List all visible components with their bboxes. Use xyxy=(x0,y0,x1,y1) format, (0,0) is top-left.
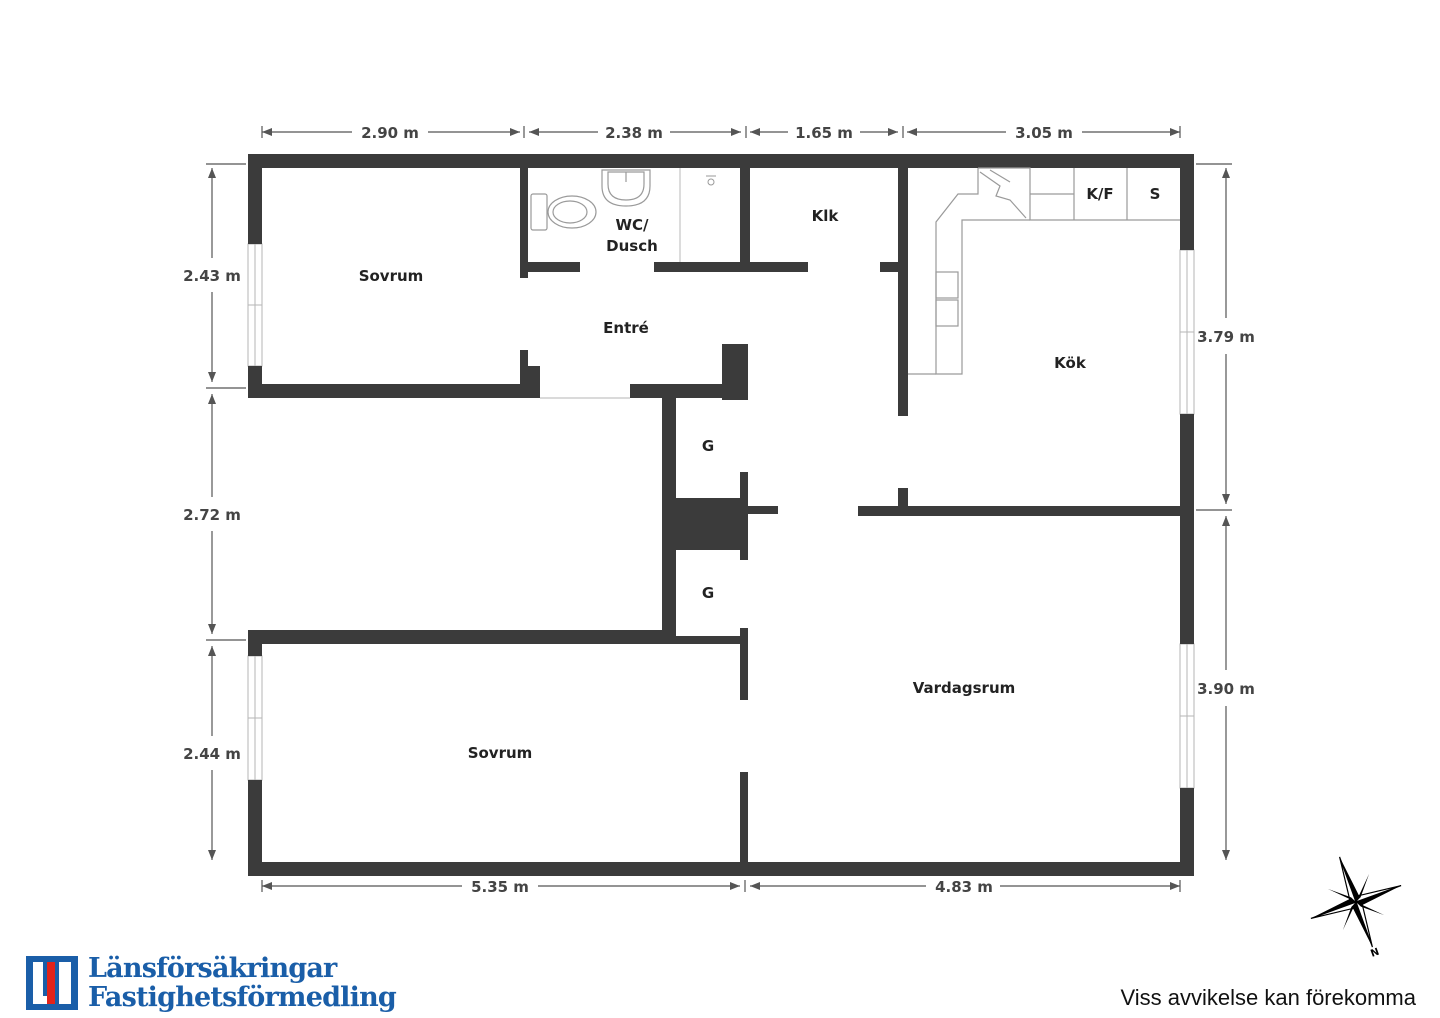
dim-top-3: 1.65 m xyxy=(795,124,853,142)
dimension-labels: 2.90 m 2.38 m 1.65 m 3.05 m 2.43 m 2.72 … xyxy=(183,124,1255,896)
kitchen-counter xyxy=(908,167,1180,375)
room-sovrum-top: Sovrum xyxy=(359,267,424,285)
dim-bottom-1: 5.35 m xyxy=(471,878,529,896)
brand-logo: Länsförsäkringar Fastighetsförmedling xyxy=(26,952,397,1014)
walls xyxy=(248,154,1194,876)
compass-north-label: N xyxy=(1369,947,1381,960)
fixtures xyxy=(530,167,1180,399)
dim-right-2: 3.90 m xyxy=(1197,680,1255,698)
brand-line1: Länsförsäkringar xyxy=(88,953,337,984)
room-labels: Sovrum WC/ Dusch Klk K/F S Entré Kök G G… xyxy=(359,185,1161,762)
brand-line2: Fastighetsförmedling xyxy=(88,982,397,1013)
label-kf: K/F xyxy=(1086,185,1113,203)
dim-left-1: 2.43 m xyxy=(183,267,241,285)
label-s: S xyxy=(1150,185,1161,203)
dim-top-4: 3.05 m xyxy=(1015,124,1073,142)
dim-bottom-2: 4.83 m xyxy=(935,878,993,896)
room-wc-line2: Dusch xyxy=(606,237,658,255)
room-g-bottom: G xyxy=(702,584,714,602)
room-wc-line1: WC/ xyxy=(615,216,649,234)
toilet-icon xyxy=(530,193,597,231)
sink-icon xyxy=(601,169,651,207)
dim-right-1: 3.79 m xyxy=(1197,328,1255,346)
compass-icon xyxy=(1310,856,1402,948)
room-entre: Entré xyxy=(603,319,649,337)
dim-left-3: 2.44 m xyxy=(183,745,241,763)
room-kok: Kök xyxy=(1054,354,1087,372)
dimension-lines xyxy=(206,126,1232,892)
dim-top-2: 2.38 m xyxy=(605,124,663,142)
dim-top-1: 2.90 m xyxy=(361,124,419,142)
room-vardagsrum: Vardagsrum xyxy=(913,679,1016,697)
room-g-top: G xyxy=(702,437,714,455)
disclaimer-text: Viss avvikelse kan förekomma xyxy=(1120,985,1417,1010)
brand-mark-icon xyxy=(26,956,78,1010)
room-klk: Klk xyxy=(812,207,840,225)
room-sovrum-bottom: Sovrum xyxy=(468,744,533,762)
brand-name: Länsförsäkringar Fastighetsförmedling xyxy=(88,953,397,1013)
shower-icon xyxy=(679,168,716,262)
dim-left-2: 2.72 m xyxy=(183,506,241,524)
